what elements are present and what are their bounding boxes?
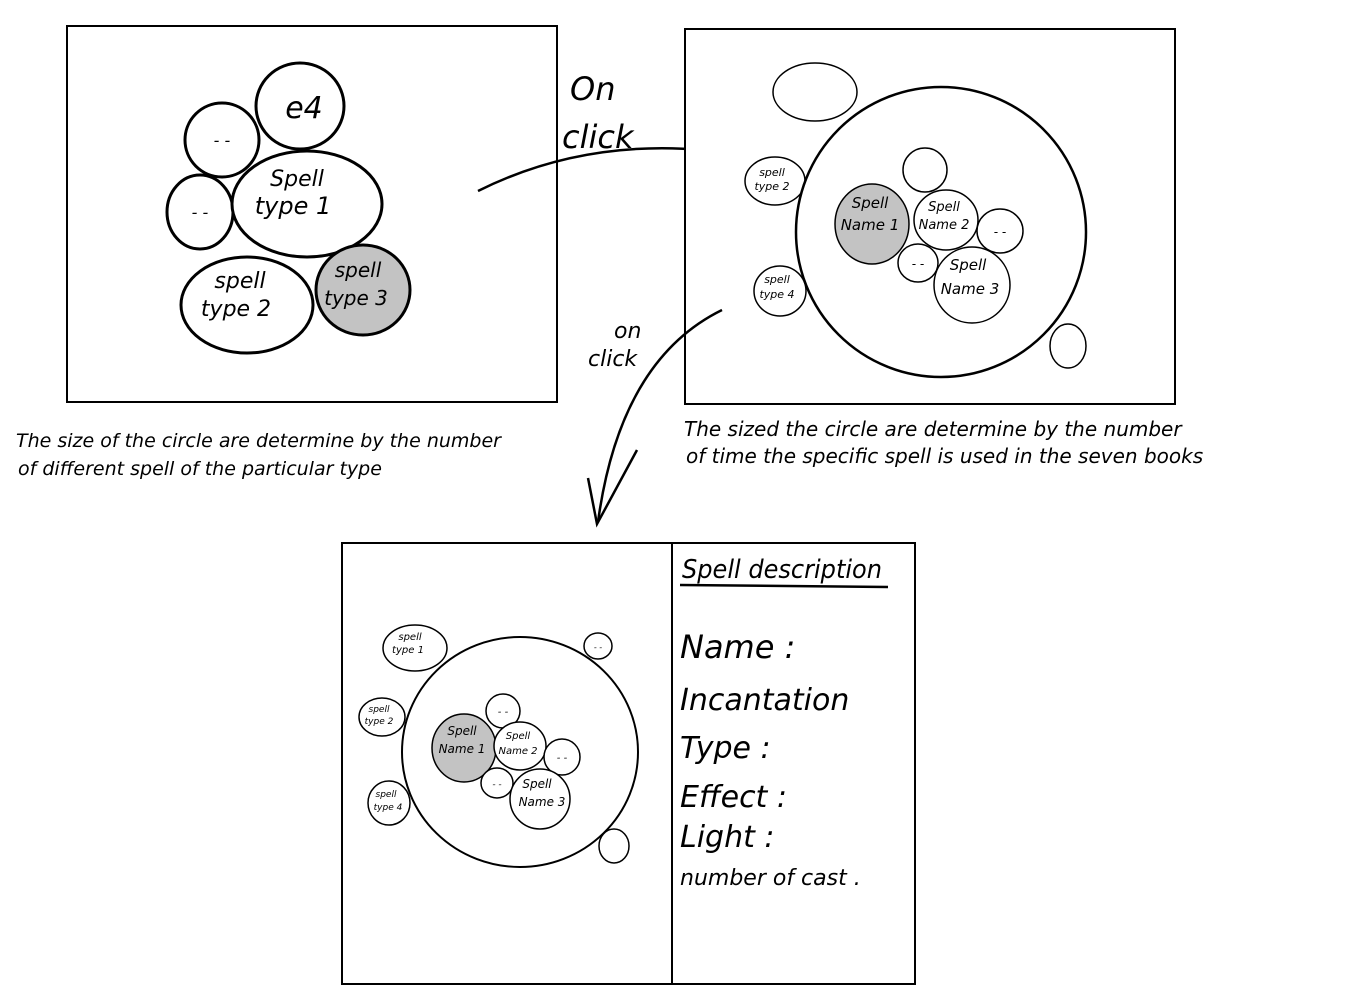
- arrow-down-shaft: [596, 308, 723, 523]
- bubble-spell-name-2-small[interactable]: [493, 721, 547, 771]
- bubble-spell-placeholder-left[interactable]: [897, 243, 939, 283]
- bubble-spell-name-1-selected-line1: Spell: [447, 724, 477, 738]
- bubble-outer-type-1-line1: spell: [398, 632, 421, 643]
- bubble-outer-type-4-small[interactable]: [367, 780, 411, 826]
- bubble-spell-type-3[interactable]: [314, 243, 412, 337]
- arrow-right-label-line1: On: [570, 70, 615, 108]
- bubble-spell-name-1[interactable]: [834, 183, 910, 265]
- bubble-spell-placeholder-right-small[interactable]: [543, 738, 581, 776]
- caption-left: The size of the circle are determine by …: [16, 430, 502, 480]
- bubble-spell-name-2-small-line1: Spell: [506, 731, 531, 742]
- bubble-outer-type-4-line2: type 4: [759, 288, 794, 301]
- field-effect-label: Effect :: [680, 780, 787, 815]
- bubble-spell-type-1-line1: Spell: [270, 167, 324, 192]
- bubble-outer-type-1[interactable]: [382, 624, 448, 672]
- arrow-down-head: [586, 449, 639, 528]
- bubble-outer-type-4[interactable]: [753, 265, 807, 317]
- bubble-spell-name-3-line1: Spell: [950, 256, 987, 274]
- bubble-unlabeled-small-bottom[interactable]: [598, 828, 630, 864]
- bubble-spell-name-2-line1: Spell: [928, 200, 960, 215]
- bubble-spell-type-3-line2: type 3: [324, 286, 388, 310]
- bubble-spell-type-1-line2: type 1: [255, 192, 332, 220]
- bubble-unlabeled-bottom[interactable]: [1049, 323, 1087, 369]
- bubble-e4[interactable]: [254, 61, 346, 151]
- field-light-label: Light :: [680, 820, 775, 855]
- field-number-of-cast-label: number of cast .: [680, 866, 861, 891]
- bubble-spell-placeholder-right[interactable]: [976, 208, 1024, 254]
- bubble-outer-type-2-line2: type 2: [754, 180, 789, 193]
- bubble-e4-label: e4: [285, 91, 323, 126]
- field-name-label: Name :: [680, 628, 795, 666]
- panel-spell-types: - - e4 - - Spell type 1 spell type 2 spe…: [66, 25, 558, 403]
- bubble-placeholder-top[interactable]: [183, 101, 261, 179]
- bubble-spell-type-2[interactable]: [179, 255, 315, 355]
- bubble-spell-name-3-small-line2: Name 3: [519, 795, 566, 809]
- bubble-spell-name-3-small-line1: Spell: [522, 777, 552, 791]
- caption-right: The sized the circle are determine by th…: [684, 417, 1203, 468]
- bubble-spell-placeholder-left-small-label: - -: [492, 780, 501, 790]
- bubble-outer-type-2-small[interactable]: [358, 697, 406, 737]
- bubble-spell-placeholder-left-label: - -: [912, 257, 924, 271]
- bubble-spell-placeholder-right-label: - -: [994, 225, 1006, 239]
- bubble-spell-type-2-line1: spell: [214, 269, 265, 294]
- bubble-spell-name-2[interactable]: [913, 189, 979, 251]
- bubble-spell-name-2-small-line2: Name 2: [498, 746, 537, 757]
- bubble-outer-type-2-small-line2: type 2: [365, 717, 394, 727]
- bubble-spell-name-3-small[interactable]: [509, 768, 571, 830]
- bubble-outer-type-2-line1: spell: [759, 166, 785, 179]
- bubble-spell-placeholder-left-small[interactable]: [480, 767, 514, 799]
- panel-spell-detail: spell type 1 - - spell type 2 spell type…: [341, 542, 916, 985]
- spell-description-underline: [679, 583, 889, 589]
- caption-right-line2: of time the specific spell is used in th…: [686, 444, 1203, 468]
- spell-description-heading: Spell description: [682, 555, 882, 585]
- bubble-spell-placeholder-right-small-label: - -: [557, 753, 568, 764]
- arrow-down-label-line2: click: [588, 347, 638, 372]
- bubble-spell-name-1-line2: Name 1: [841, 216, 900, 234]
- spell-description-pane: Spell description Name : Incantation Typ…: [679, 555, 889, 891]
- arrow-right-label-line2: click: [562, 118, 635, 156]
- field-incantation-label: Incantation: [680, 683, 849, 718]
- bubble-outer-type-4-small-line1: spell: [376, 790, 397, 800]
- bubble-outer-type-4-line1: spell: [764, 273, 790, 286]
- bubble-unlabeled-small-top-label: - -: [594, 643, 602, 652]
- caption-right-line1: The sized the circle are determine by th…: [684, 417, 1183, 441]
- bubble-spell-name-1-line1: Spell: [852, 194, 889, 212]
- bubble-spell-name-3-line2: Name 3: [941, 280, 1000, 298]
- bubble-placeholder-top-label: - -: [214, 131, 231, 150]
- bubble-spell-type-1[interactable]: [230, 149, 384, 259]
- bubble-spell-name-1-selected-line2: Name 1: [439, 742, 486, 756]
- bubble-spell-name-2-line2: Name 2: [919, 218, 970, 233]
- bubble-spell-type-3-line1: spell: [335, 258, 382, 282]
- bubble-placeholder-left-label: - -: [192, 203, 209, 222]
- field-type-label: Type :: [680, 731, 771, 766]
- arrow-down-label-line1: on: [614, 319, 641, 344]
- bubble-unlabeled-small-top[interactable]: [583, 632, 613, 660]
- arrow-on-click-down: on click: [586, 308, 723, 528]
- bubble-outer-type-2-small-line1: spell: [369, 705, 390, 715]
- bubble-spell-type-2-line2: type 2: [201, 297, 271, 322]
- bubble-outer-type-1-line2: type 1: [392, 645, 424, 656]
- panel-spell-names: spell type 2 spell type 4 Spell Name 1 S…: [684, 28, 1176, 405]
- bubble-spell-name-3[interactable]: [933, 246, 1011, 324]
- caption-left-line1: The size of the circle are determine by …: [16, 430, 502, 452]
- bubble-spell-placeholder-top-label: - -: [498, 707, 509, 718]
- caption-left-line2: of different spell of the particular typ…: [18, 458, 382, 480]
- bubble-outer-type-4-small-line2: type 4: [374, 803, 403, 813]
- bubble-spell-unlabeled[interactable]: [902, 147, 948, 193]
- bubble-unlabeled-top[interactable]: [772, 62, 858, 122]
